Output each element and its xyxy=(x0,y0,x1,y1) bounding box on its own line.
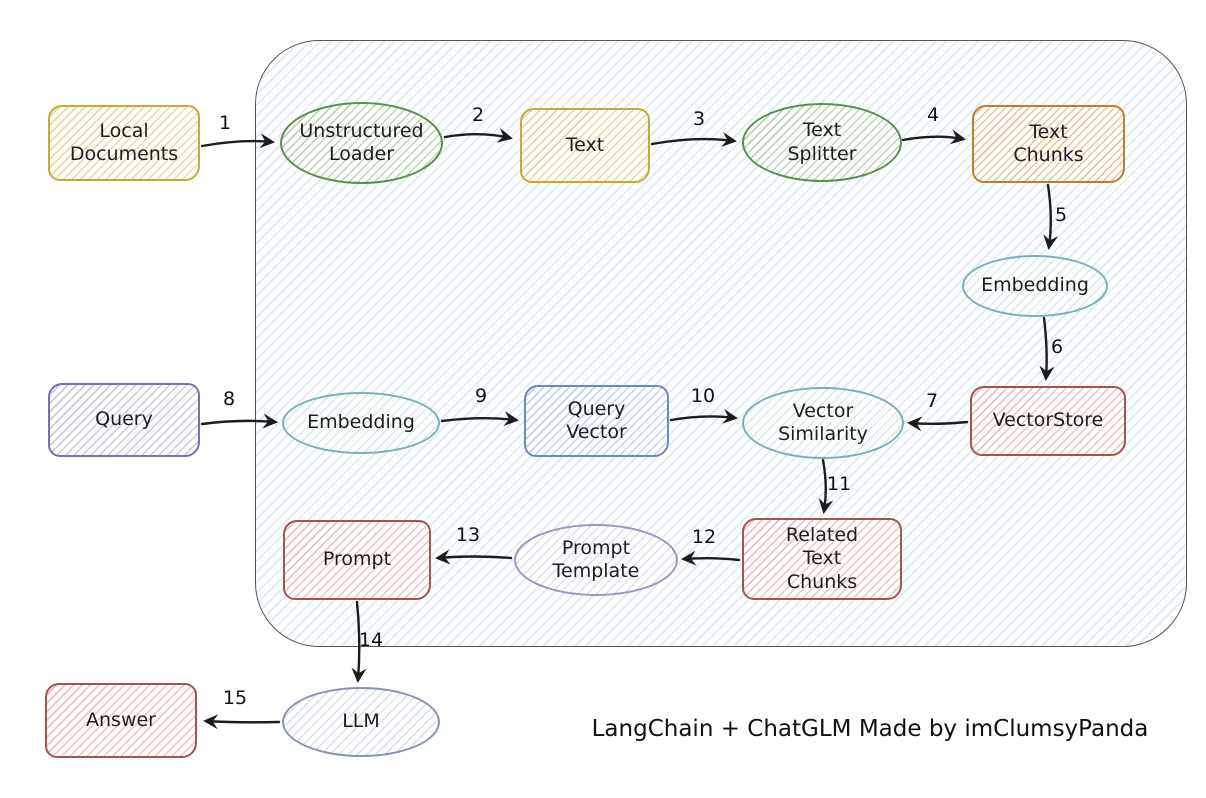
node-answer-label: Answer xyxy=(86,708,156,731)
edge-1-label: 1 xyxy=(218,112,232,134)
edge-14-label: 14 xyxy=(358,629,384,651)
node-vectorstore-label: VectorStore xyxy=(992,409,1104,432)
node-unstructured-loader-label: Unstructured Loader xyxy=(299,119,424,165)
node-text-splitter-label: Text Splitter xyxy=(787,119,857,165)
node-related-text-chunks-label: Related Text Chunks xyxy=(785,524,859,593)
node-local-documents: Local Documents xyxy=(48,105,200,181)
edge-6-label: 6 xyxy=(1050,336,1064,358)
node-query-vector: Query Vector xyxy=(524,385,669,457)
node-vector-similarity-label: Vector Similarity xyxy=(778,399,868,445)
node-answer: Answer xyxy=(45,683,197,758)
node-query-label: Query xyxy=(95,408,153,431)
edge-15-label: 15 xyxy=(222,687,248,709)
edge-9-label: 9 xyxy=(474,385,488,407)
node-prompt-label: Prompt xyxy=(322,548,392,571)
node-llm: LLM xyxy=(282,687,440,757)
node-vectorstore: VectorStore xyxy=(970,386,1126,456)
node-embedding-query-label: Embedding xyxy=(307,411,415,434)
node-unstructured-loader: Unstructured Loader xyxy=(280,102,443,184)
node-related-text-chunks: Related Text Chunks xyxy=(742,518,902,600)
node-prompt-template-label: Prompt Template xyxy=(552,536,640,582)
node-text-chunks: Text Chunks xyxy=(972,105,1125,183)
node-prompt: Prompt xyxy=(283,520,431,600)
caption: LangChain + ChatGLM Made by imClumsyPand… xyxy=(591,716,1149,742)
node-prompt-template: Prompt Template xyxy=(514,524,678,596)
edge-12-label: 12 xyxy=(691,526,717,548)
edge-13-label: 13 xyxy=(455,524,481,546)
node-llm-label: LLM xyxy=(342,710,380,733)
edge-11-label: 11 xyxy=(826,473,852,495)
node-embedding-docs-label: Embedding xyxy=(981,274,1089,297)
node-local-documents-label: Local Documents xyxy=(69,119,179,165)
node-query-vector-label: Query Vector xyxy=(566,397,627,443)
edge-2-label: 2 xyxy=(471,104,485,126)
edge-7-label: 7 xyxy=(925,390,939,412)
edge-10-label: 10 xyxy=(690,385,716,407)
edge-15-line xyxy=(203,714,281,730)
node-text-splitter: Text Splitter xyxy=(742,103,902,182)
node-embedding-docs: Embedding xyxy=(962,255,1108,317)
node-embedding-query: Embedding xyxy=(282,392,440,454)
edge-5-label: 5 xyxy=(1054,204,1068,226)
node-query: Query xyxy=(48,383,200,457)
edge-3-label: 3 xyxy=(692,108,706,130)
edge-4-label: 4 xyxy=(926,104,940,126)
node-text-label: Text xyxy=(565,133,605,156)
node-text: Text xyxy=(520,108,650,183)
edge-8-label: 8 xyxy=(222,388,236,410)
node-text-chunks-label: Text Chunks xyxy=(1013,120,1084,166)
node-vector-similarity: Vector Similarity xyxy=(742,387,904,459)
